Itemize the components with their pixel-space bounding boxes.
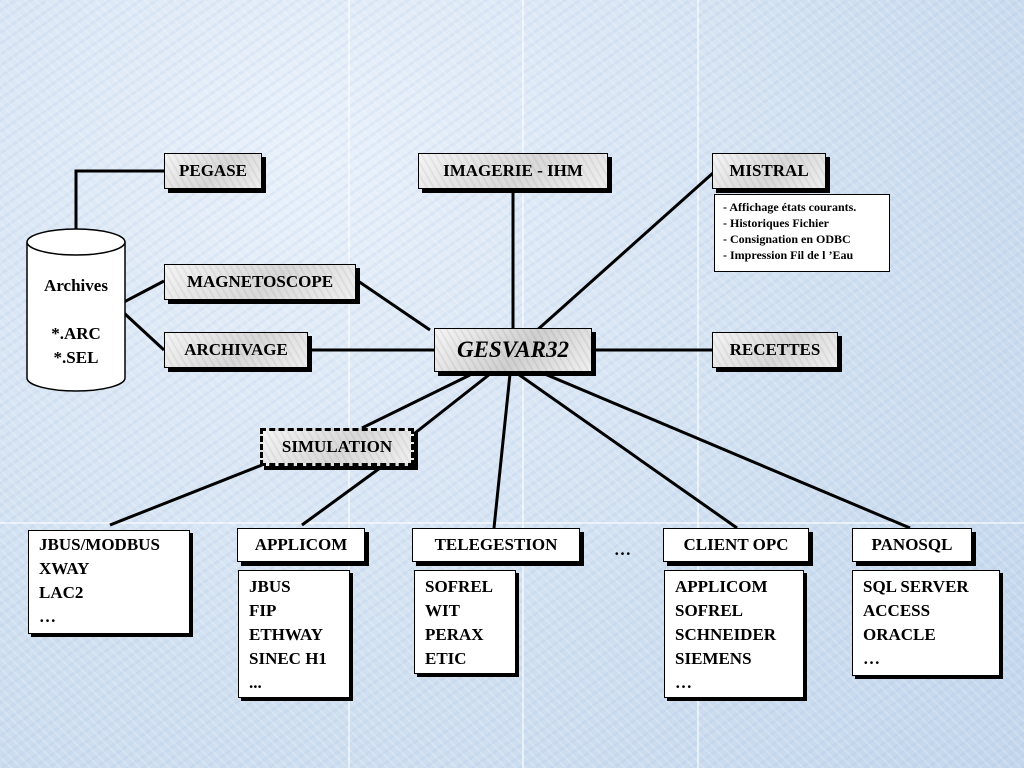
node-client-opc-label: CLIENT OPC — [683, 535, 789, 554]
list-item: SQL SERVER — [863, 577, 969, 596]
list-item: FIP — [249, 601, 277, 620]
node-simulation[interactable]: SIMULATION — [260, 428, 414, 466]
list-item: ACCESS — [863, 601, 931, 620]
node-magnetoscope[interactable]: MAGNETOSCOPE — [164, 264, 356, 300]
mistral-notes: - Affichage états courants. - Historique… — [714, 194, 890, 272]
background-seam — [348, 0, 350, 768]
link-center-magnetoscope — [357, 279, 431, 332]
list-item: ETHWAY — [249, 625, 324, 644]
link-simulation-applicom — [301, 466, 381, 527]
protocol-item: XWAY — [39, 559, 90, 578]
node-magnetoscope-label: MAGNETOSCOPE — [186, 272, 334, 291]
background-seam — [522, 0, 524, 768]
list-item: ... — [249, 673, 262, 692]
node-imagerie-label: IMAGERIE - IHM — [443, 161, 583, 180]
protocol-item: LAC2 — [39, 583, 84, 602]
link-archives-pegase — [74, 169, 166, 232]
cylinder-icon — [26, 228, 126, 392]
protocol-item: … — [39, 607, 56, 626]
mistral-note: - Historiques Fichier — [723, 216, 829, 230]
list-item: SOFREL — [425, 577, 494, 596]
link-archives-archivage — [122, 311, 166, 352]
more-connectors-ellipsis: … — [614, 540, 631, 559]
node-pegase[interactable]: PEGASE — [164, 153, 262, 189]
node-gesvar32[interactable]: GESVAR32 — [434, 328, 592, 372]
panosql-list: SQL SERVER ACCESS ORACLE … — [852, 570, 1000, 676]
archives-ext-sel: *.SEL — [53, 348, 99, 367]
telegestion-list: SOFREL WIT PERAX ETIC — [414, 570, 516, 674]
node-mistral[interactable]: MISTRAL — [712, 153, 826, 189]
list-item: ORACLE — [863, 625, 936, 644]
node-panosql-label: PANOSQL — [871, 535, 953, 554]
node-archivage[interactable]: ARCHIVAGE — [164, 332, 308, 368]
link-simulation-jbus — [109, 463, 263, 527]
mistral-note: - Affichage états courants. — [723, 200, 857, 214]
node-client-opc[interactable]: CLIENT OPC — [663, 528, 809, 562]
archives-ext-arc: *.ARC — [51, 324, 101, 343]
link-center-telegestion — [492, 373, 512, 529]
node-telegestion-label: TELEGESTION — [434, 535, 558, 554]
list-item: … — [863, 649, 880, 668]
list-item: SOFREL — [675, 601, 744, 620]
node-archivage-label: ARCHIVAGE — [184, 340, 288, 359]
list-item: WIT — [425, 601, 460, 620]
link-archives-magnetoscope — [123, 279, 165, 304]
applicom-list: JBUS FIP ETHWAY SINEC H1 ... — [238, 570, 350, 698]
link-center-simulation — [361, 373, 471, 430]
list-item: JBUS — [249, 577, 291, 596]
node-applicom-label: APPLICOM — [254, 535, 348, 554]
archives-title: Archives — [44, 276, 108, 295]
mistral-note: - Impression Fil de l ’Eau — [723, 248, 854, 262]
link-center-mistral — [534, 171, 714, 334]
node-gesvar32-label: GESVAR32 — [456, 337, 570, 362]
node-jbus-modbus[interactable]: JBUS/MODBUS XWAY LAC2 … — [28, 530, 190, 634]
archives-database: Archives *.ARC *.SEL — [26, 228, 126, 392]
link-center-panosql — [539, 370, 911, 530]
list-item: ETIC — [425, 649, 467, 668]
node-mistral-label: MISTRAL — [729, 161, 809, 180]
node-panosql[interactable]: PANOSQL — [852, 528, 972, 562]
list-item: … — [675, 673, 692, 692]
node-applicom[interactable]: APPLICOM — [237, 528, 365, 562]
list-item: APPLICOM — [675, 577, 768, 596]
list-item: SINEC H1 — [249, 649, 327, 668]
link-center-client-opc — [517, 372, 738, 530]
list-item: SIEMENS — [675, 649, 752, 668]
protocol-item: JBUS/MODBUS — [39, 535, 160, 554]
background-seam — [697, 0, 699, 768]
client-opc-list: APPLICOM SOFREL SCHNEIDER SIEMENS … — [664, 570, 804, 698]
background-seam — [0, 522, 1024, 524]
node-simulation-label: SIMULATION — [281, 437, 393, 456]
node-pegase-label: PEGASE — [178, 161, 248, 180]
node-recettes-label: RECETTES — [729, 340, 821, 359]
node-imagerie[interactable]: IMAGERIE - IHM — [418, 153, 608, 189]
list-item: SCHNEIDER — [675, 625, 777, 644]
mistral-note: - Consignation en ODBC — [723, 232, 851, 246]
list-item: PERAX — [425, 625, 484, 644]
node-telegestion[interactable]: TELEGESTION — [412, 528, 580, 562]
node-recettes[interactable]: RECETTES — [712, 332, 838, 368]
